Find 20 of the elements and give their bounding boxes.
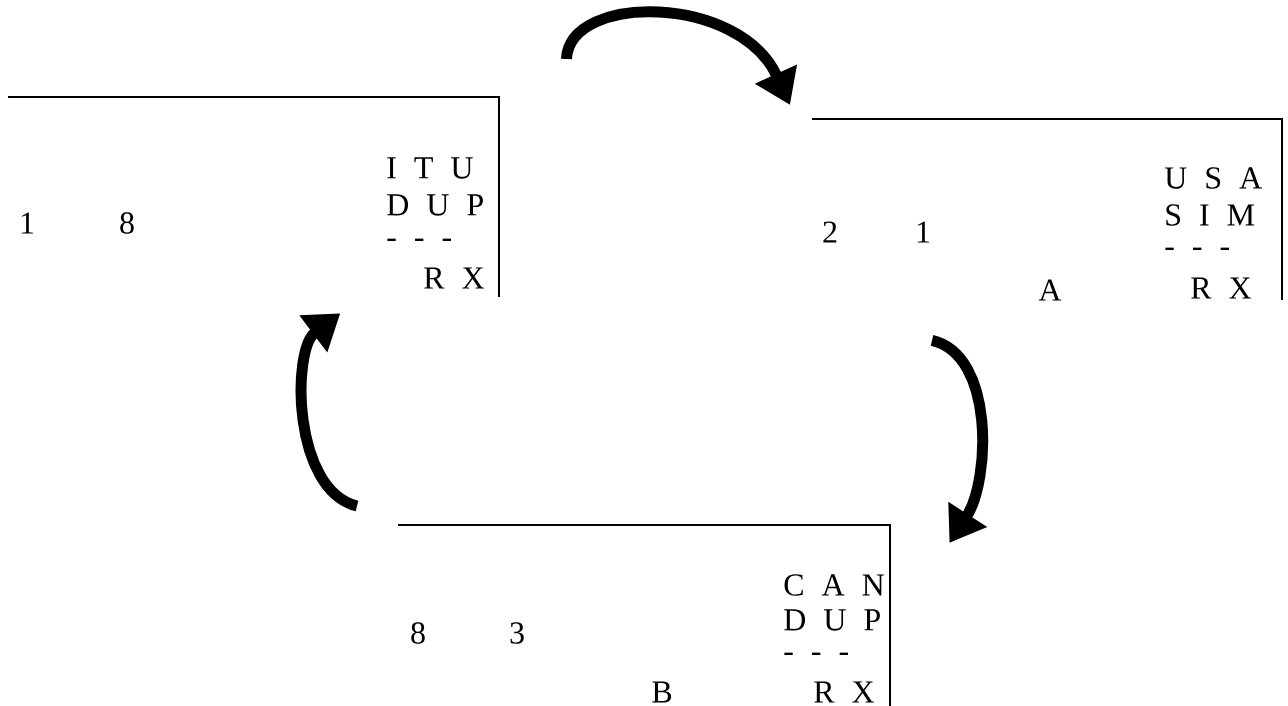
text-label: 8 bbox=[120, 212, 134, 234]
text-label: D U P bbox=[387, 194, 483, 216]
text-label: 1 bbox=[917, 221, 930, 243]
text-label: A bbox=[1038, 279, 1062, 301]
text-label: 2 bbox=[823, 221, 837, 243]
text-label: - - - bbox=[387, 238, 451, 242]
text-label: D U P bbox=[784, 609, 880, 631]
text-label: S I M bbox=[1166, 204, 1255, 226]
text-label: 3 bbox=[510, 622, 524, 644]
text-label: U S A bbox=[1164, 167, 1262, 189]
text-label: R X bbox=[424, 267, 485, 289]
text-label: 8 bbox=[411, 622, 425, 644]
text-label: R X bbox=[814, 681, 875, 703]
text-label: R X bbox=[1191, 277, 1252, 299]
text-label: - - - bbox=[1165, 247, 1229, 251]
text-label: B bbox=[652, 681, 672, 703]
text-label: 1 bbox=[21, 212, 34, 234]
text-label: C A N bbox=[784, 574, 884, 596]
text-label: I T U bbox=[387, 157, 473, 179]
text-label: - - - bbox=[784, 652, 848, 656]
